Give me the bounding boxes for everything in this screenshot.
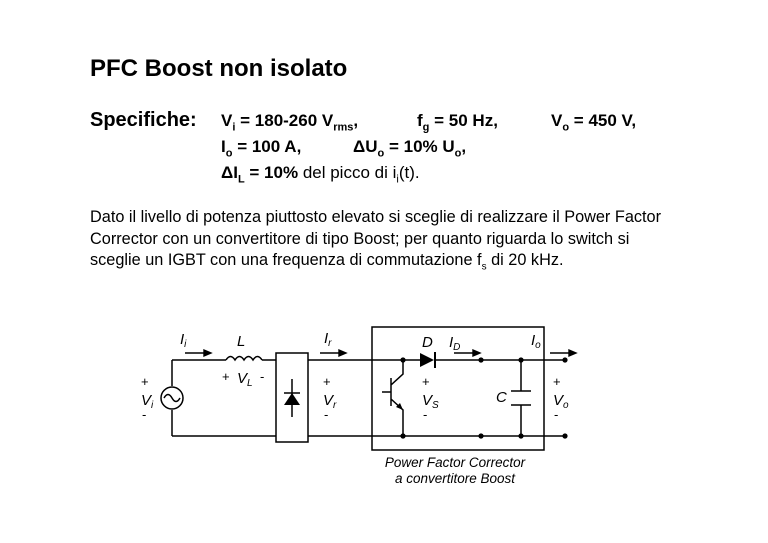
label-ii: Ii xyxy=(180,331,187,350)
label-id: ID xyxy=(449,334,460,353)
spec-vo: Vo = 450 V, xyxy=(551,111,637,134)
label-vl: VL xyxy=(237,370,253,389)
ac-sine xyxy=(163,393,181,403)
node-cap-bottom xyxy=(518,433,524,439)
sign-vl-minus: - xyxy=(260,369,264,384)
sign-vo-plus: + xyxy=(553,374,561,389)
rectifier-bridge xyxy=(275,352,309,443)
label-d: D xyxy=(422,334,433,351)
label-io: Io xyxy=(531,332,541,351)
label-l: L xyxy=(237,333,245,350)
label-vo: Vo xyxy=(553,392,569,411)
sign-vl-plus: + xyxy=(222,369,230,384)
diode-d-bar xyxy=(434,352,436,368)
diode-d xyxy=(420,353,434,367)
capacitor-c xyxy=(511,360,531,436)
specs-heading: Specifiche: xyxy=(90,109,197,131)
node-sw-bottom xyxy=(400,433,406,439)
igbt-switch xyxy=(382,360,404,436)
spec-fg: fg = 50 Hz, xyxy=(417,111,498,134)
node-out-bottom xyxy=(562,433,568,439)
arrow-id-head xyxy=(472,348,482,358)
node-sw-top xyxy=(400,357,406,363)
node-diode-out-top xyxy=(478,357,484,363)
arrow-ii-head xyxy=(203,348,213,358)
sign-vi-plus: + xyxy=(141,374,149,389)
caption-line-2: a convertitore Boost xyxy=(395,471,516,486)
label-vs: VS xyxy=(422,392,439,411)
description-paragraph: Dato il livello di potenza piuttosto ele… xyxy=(90,208,662,273)
ac-source-circle xyxy=(160,386,184,410)
sign-vr-minus: - xyxy=(324,407,328,422)
page-title: PFC Boost non isolato xyxy=(90,55,348,82)
label-vi: Vi xyxy=(141,392,154,411)
spec-io: Io = 100 A, xyxy=(221,137,302,160)
sign-vi-minus: - xyxy=(142,407,146,422)
node-diode-out-bottom xyxy=(478,433,484,439)
sign-vr-plus: + xyxy=(323,374,331,389)
bridge-diode-triangle xyxy=(284,393,300,405)
arrow-ir-head xyxy=(338,348,348,358)
label-c: C xyxy=(496,389,507,406)
sign-vs-minus: - xyxy=(423,407,427,422)
inductor-l xyxy=(225,355,263,362)
spec-delta-uo: ΔUo = 10% Uo, xyxy=(353,137,467,160)
arrow-io-head xyxy=(568,348,578,358)
caption-line-1: Power Factor Corrector xyxy=(385,455,526,470)
igbt-emitter-arrow xyxy=(396,403,403,410)
node-out-top xyxy=(562,357,568,363)
label-ir: Ir xyxy=(324,330,332,349)
node-cap-top xyxy=(518,357,524,363)
label-vr: Vr xyxy=(323,392,337,411)
sign-vs-plus: + xyxy=(422,374,430,389)
sign-vo-minus: - xyxy=(554,407,558,422)
spec-vi: Vi = 180-260 Vrms, xyxy=(221,111,359,134)
spec-delta-il: ΔIL = 10% del picco di ii(t). xyxy=(221,163,420,186)
pfc-box xyxy=(371,326,545,451)
